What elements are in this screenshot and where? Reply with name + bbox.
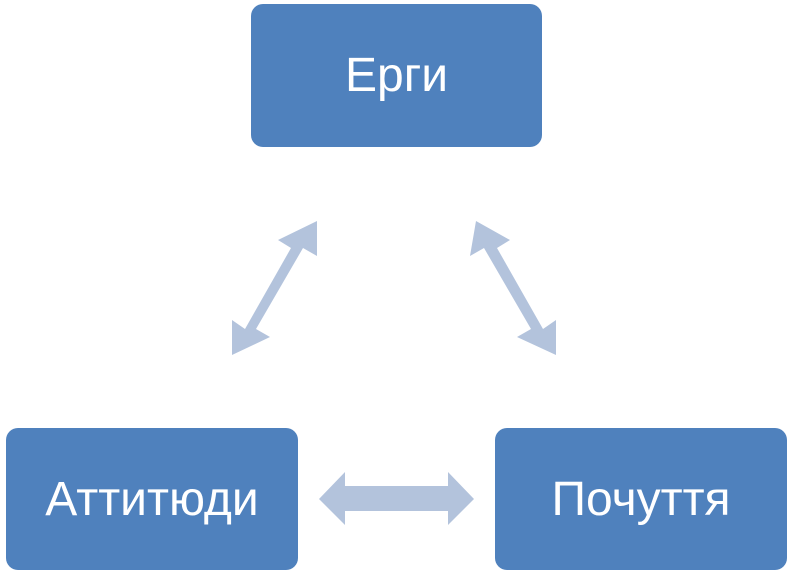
double-arrow-top-left — [232, 221, 317, 355]
node-feelings-label: Почуття — [551, 472, 731, 526]
node-attitudes-label: Аттитюди — [45, 472, 259, 526]
node-feelings: Почуття — [495, 428, 787, 570]
double-arrow-top-right — [470, 221, 556, 355]
double-arrow-left-right — [319, 472, 474, 525]
node-ergy: Ерги — [251, 4, 542, 147]
node-attitudes: Аттитюди — [6, 428, 298, 570]
node-ergy-label: Ерги — [344, 49, 449, 102]
